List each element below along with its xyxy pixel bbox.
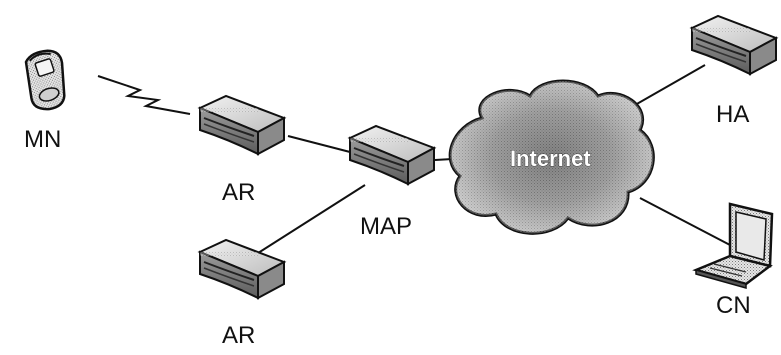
ar-top-label: AR <box>222 179 255 206</box>
ar-bottom-label: AR <box>222 322 255 349</box>
link-internet-ha <box>634 64 706 106</box>
access-router-bottom-icon <box>199 239 285 299</box>
map-router-icon <box>349 125 435 185</box>
internet-cloud-icon <box>448 79 655 235</box>
ha-label: HA <box>716 101 749 128</box>
laptop-icon <box>692 202 774 289</box>
mn-label: MN <box>24 126 61 153</box>
map-label: MAP <box>360 213 412 240</box>
cn-label: CN <box>716 292 751 319</box>
link-internet-cn <box>639 197 731 246</box>
link-ar-bottom-map <box>254 184 366 256</box>
access-router-top-icon <box>199 95 285 155</box>
internet-label: Internet <box>510 146 591 171</box>
links <box>97 64 731 256</box>
mobile-phone-icon <box>24 49 66 111</box>
wireless-link-mn-ar <box>97 75 191 115</box>
link-ar-top-map <box>287 135 351 153</box>
